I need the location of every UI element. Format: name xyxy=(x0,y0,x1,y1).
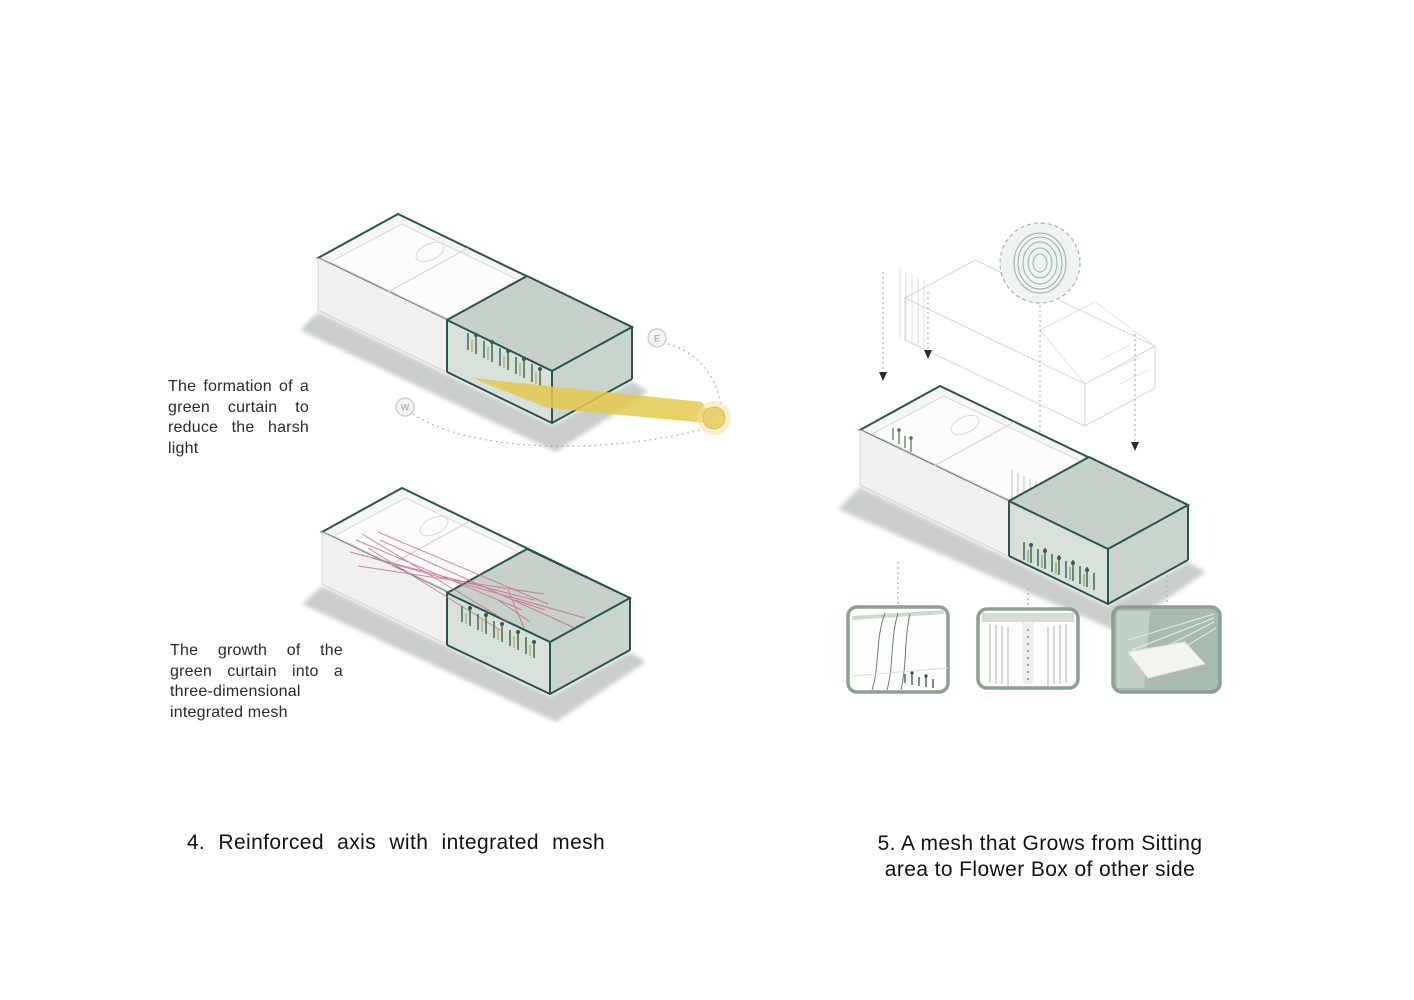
heading-step-5-line-2: area to Flower Box of other side xyxy=(884,858,1196,881)
building-axonometric xyxy=(857,384,1191,606)
flower-box-plants xyxy=(1023,542,1095,590)
interior-plants xyxy=(892,428,913,452)
compass-west-label: W xyxy=(401,403,410,413)
figure-integrated-mesh xyxy=(302,486,646,722)
stair-notch xyxy=(415,241,445,263)
heading-step-4: 4. Reinforced axis with integrated mesh xyxy=(186,831,606,854)
heading-step-5-line-1: 5. A mesh that Grows from Sitting xyxy=(877,832,1203,855)
plant-row xyxy=(461,606,536,658)
glass-end-box xyxy=(446,548,631,696)
building-shadow xyxy=(300,312,648,452)
plant-row xyxy=(467,333,542,386)
figure-mesh-growth xyxy=(838,222,1222,694)
ghost-building-outline xyxy=(899,259,1157,427)
building-shadow xyxy=(302,586,646,722)
building-shadow xyxy=(838,487,1206,632)
thumbnail-sitting-area xyxy=(846,605,950,694)
sunlight-cone xyxy=(472,378,716,424)
caption-green-curtain-formation: The formation of a green curtain to redu… xyxy=(168,378,309,457)
compass-east-label: E xyxy=(654,334,660,344)
glass-end-box xyxy=(1008,456,1189,606)
fingerprint-icon xyxy=(999,222,1081,304)
stair-notch xyxy=(419,515,449,537)
thumbnail-curtain-axis xyxy=(976,607,1080,690)
building-axonometric xyxy=(319,486,633,696)
compass-east-badge: E xyxy=(647,328,667,348)
sun-path-arc xyxy=(412,343,722,447)
stair-notch xyxy=(950,414,980,436)
heading-step-5: 5. A mesh that Grows from Sitting area t… xyxy=(838,831,1242,883)
thumbnail-flower-box xyxy=(1111,605,1222,694)
figure-green-curtain-sun: E W xyxy=(300,212,731,452)
compass-west-badge: W xyxy=(395,397,415,417)
caption-mesh-growth: The growth of the green curtain into a t… xyxy=(170,642,343,721)
sun-icon xyxy=(697,401,731,435)
